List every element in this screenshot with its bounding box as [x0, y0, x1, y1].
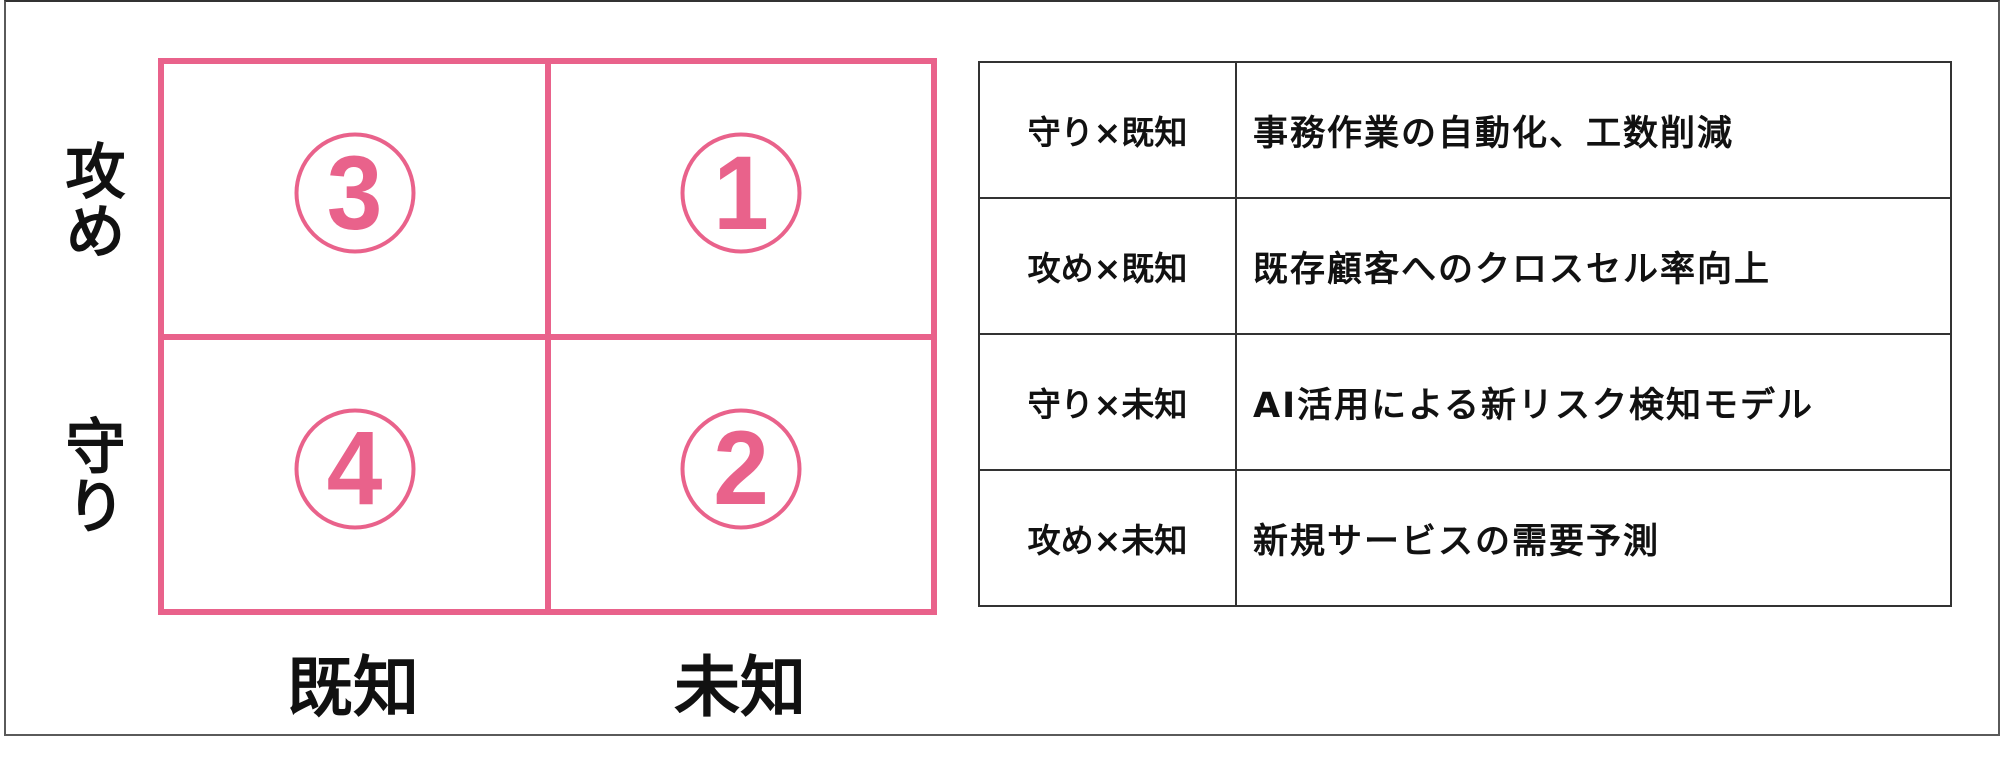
circled-number-2-icon: 2 [680, 408, 802, 529]
quadrant-number: 3 [326, 134, 383, 252]
quadrant-bottom-right: 2 [545, 334, 937, 615]
row-key: 守り×既知 [978, 61, 1237, 199]
circled-number-1-icon: 1 [680, 132, 802, 254]
table-row: 攻め×既知 既存顧客へのクロスセル率向上 [978, 197, 1952, 335]
quadrant-number: 2 [713, 409, 769, 528]
row-description: 既存顧客へのクロスセル率向上 [1235, 197, 1952, 335]
quadrant-top-right: 1 [545, 58, 937, 340]
row-description: 新規サービスの需要予測 [1235, 469, 1952, 607]
y-axis-label-offense: 攻め [55, 140, 125, 260]
table-row: 守り×既知 事務作業の自動化、工数削減 [978, 61, 1952, 199]
quadrant-number: 1 [713, 134, 769, 252]
x-axis-label-known: 既知 [287, 649, 419, 726]
row-key: 攻め×既知 [978, 197, 1237, 335]
quadrant-matrix: 3 1 4 2 [158, 58, 937, 615]
x-axis-label-unknown: 未知 [674, 649, 806, 726]
row-key: 守り×未知 [978, 333, 1237, 471]
quadrant-number: 4 [326, 409, 383, 528]
quadrant-top-left: 3 [158, 58, 551, 340]
legend-table: 守り×既知 事務作業の自動化、工数削減 攻め×既知 既存顧客へのクロスセル率向上… [978, 61, 1952, 607]
circled-number-3-icon: 3 [294, 132, 415, 254]
row-description: AI活用による新リスク検知モデル [1235, 333, 1952, 471]
table-row: 守り×未知 AI活用による新リスク検知モデル [978, 333, 1952, 471]
y-axis-label-defense: 守り [55, 415, 125, 535]
row-key: 攻め×未知 [978, 469, 1237, 607]
quadrant-bottom-left: 4 [158, 334, 551, 615]
row-description: 事務作業の自動化、工数削減 [1235, 61, 1952, 199]
table-row: 攻め×未知 新規サービスの需要予測 [978, 469, 1952, 607]
circled-number-4-icon: 4 [294, 408, 415, 529]
